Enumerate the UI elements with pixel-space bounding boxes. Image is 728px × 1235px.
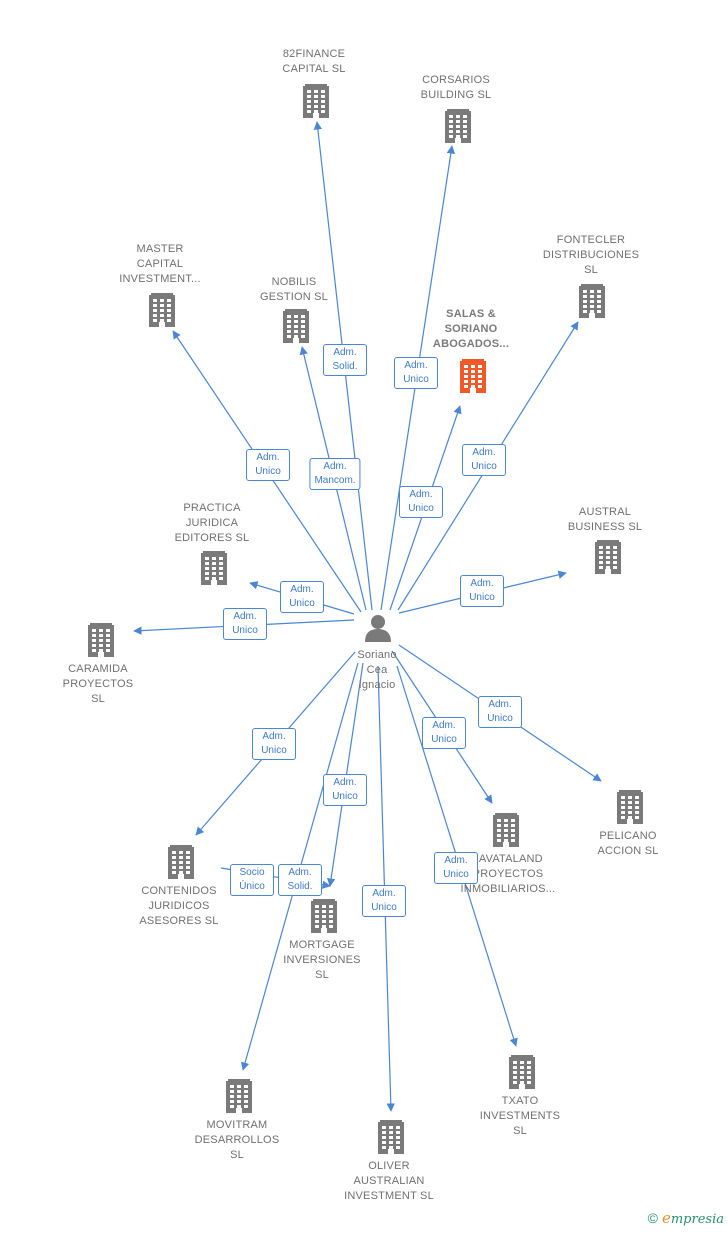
edge-label-contenidos[interactable]: Adm. Unico <box>252 728 296 760</box>
node-label-master[interactable]: MASTER CAPITAL INVESTMENT... <box>119 243 201 285</box>
node-label-82finance[interactable]: 82FINANCE CAPITAL SL <box>282 48 346 75</box>
node-label-caramida[interactable]: CARAMIDA PROYECTOS SL <box>62 663 134 705</box>
node-label-salas[interactable]: SALAS & SORIANO ABOGADOS... <box>432 308 510 350</box>
building-icon-javataland[interactable] <box>493 813 519 847</box>
edge-label-contenidos_mortgage[interactable]: Socio Único <box>230 864 274 896</box>
edge-label-salas[interactable]: Adm. Unico <box>399 486 443 518</box>
building-icon-contenidos[interactable] <box>168 845 194 879</box>
node-label-txato[interactable]: TXATO INVESTMENTS SL <box>479 1095 561 1137</box>
node-label-mortgage[interactable]: MORTGAGE INVERSIONES SL <box>283 939 361 981</box>
building-icon-corsarios[interactable] <box>445 109 471 143</box>
node-label-contenidos[interactable]: CONTENIDOS JURIDICOS ASESORES SL <box>139 885 219 927</box>
brand-logo: empresia <box>661 1209 724 1227</box>
building-icon-master[interactable] <box>149 293 175 327</box>
building-icon-nobilis[interactable] <box>283 309 309 343</box>
edge-label-master[interactable]: Adm. Unico <box>246 449 290 481</box>
building-icon-fontecler[interactable] <box>579 284 605 318</box>
edge-label-caramida[interactable]: Adm. Unico <box>223 608 267 640</box>
node-label-austral[interactable]: AUSTRAL BUSINESS SL <box>567 506 643 533</box>
node-label-corsarios[interactable]: CORSARIOS BUILDING SL <box>420 74 492 101</box>
building-icon-salas[interactable] <box>460 359 486 393</box>
node-label-fontecler[interactable]: FONTECLER DISTRIBUCIONES SL <box>542 234 640 276</box>
building-icon-mortgage[interactable] <box>311 899 337 933</box>
edge-label-practica[interactable]: Adm. Unico <box>280 581 324 613</box>
edge-label-fontecler[interactable]: Adm. Unico <box>462 444 506 476</box>
building-icon-movitram[interactable] <box>226 1079 252 1113</box>
copyright-symbol: © <box>647 1210 658 1226</box>
node-label-javataland[interactable]: JAVATALAND PROYECTOS INMOBILIARIOS... <box>460 853 556 895</box>
person-icon[interactable] <box>365 615 391 642</box>
edge-label-austral[interactable]: Adm. Unico <box>460 575 504 607</box>
edge-label-movitram[interactable]: Adm. Solid. <box>278 864 322 896</box>
building-icon-oliver[interactable] <box>378 1120 404 1154</box>
footer-brand: ©empresia <box>648 1209 724 1227</box>
building-icon-txato[interactable] <box>509 1055 535 1089</box>
node-label-oliver[interactable]: OLIVER AUSTRALIAN INVESTMENT SL <box>344 1160 434 1202</box>
building-icon-caramida[interactable] <box>88 623 114 657</box>
edge-label-oliver[interactable]: Adm. Unico <box>362 885 406 917</box>
building-icon-pelicano[interactable] <box>617 790 643 824</box>
building-icon-austral[interactable] <box>595 540 621 574</box>
edge-label-corsarios[interactable]: Adm. Unico <box>394 357 438 389</box>
node-label-nobilis[interactable]: NOBILIS GESTION SL <box>259 276 329 303</box>
edge-label-nobilis[interactable]: Adm. Mancom. <box>309 458 361 490</box>
edge-label-txato[interactable]: Adm. Unico <box>434 852 478 884</box>
edge-label-mortgage[interactable]: Adm. Unico <box>323 774 367 806</box>
edge-label-javataland[interactable]: Adm. Unico <box>422 717 466 749</box>
node-label-practica[interactable]: PRACTICA JURIDICA EDITORES SL <box>174 502 250 544</box>
node-label-pelicano[interactable]: PELICANO ACCION SL <box>597 830 659 857</box>
edge-label-82finance[interactable]: Adm. Solid. <box>323 344 367 376</box>
edge-label-pelicano[interactable]: Adm. Unico <box>478 696 522 728</box>
building-icon-82finance[interactable] <box>303 84 329 118</box>
building-icon-practica[interactable] <box>201 551 227 585</box>
center-person-label[interactable]: Soriano Cea Ignacio <box>357 649 397 691</box>
node-label-movitram[interactable]: MOVITRAM DESARROLLOS SL <box>194 1119 280 1161</box>
